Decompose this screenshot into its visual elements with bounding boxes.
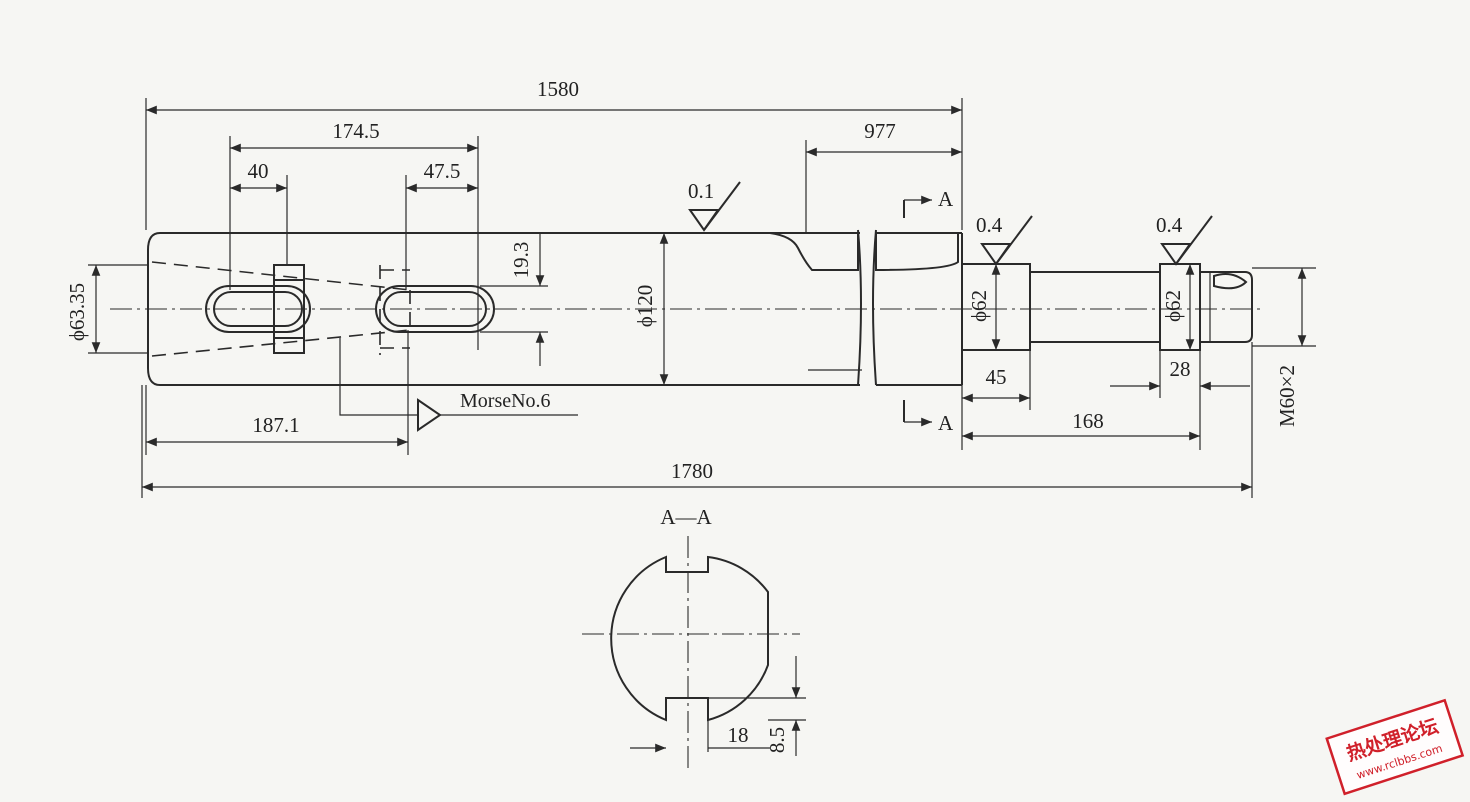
dim-dia-62-b: ϕ62: [1161, 290, 1185, 322]
svg-text:A: A: [938, 411, 954, 435]
dim-40: 40: [248, 159, 269, 183]
roughness-symbol-1: 0.1: [688, 179, 741, 232]
svg-text:A: A: [938, 187, 954, 211]
dim-168: 168: [1072, 409, 1104, 433]
svg-text:0.4: 0.4: [1156, 213, 1183, 237]
dim-1780: 1780: [671, 459, 713, 483]
section-title: A—A: [660, 505, 712, 529]
dim-width-45: 45: [986, 365, 1007, 389]
dim-thread: M60×2: [1275, 365, 1299, 427]
dim-key-depth-8-5: 8.5: [765, 727, 789, 753]
shaft-body: [147, 229, 1253, 386]
roughness-symbol-3: 0.4: [1156, 213, 1213, 266]
dim-key-width-18: 18: [728, 723, 749, 747]
morse-taper-note: MorseNo.6: [460, 390, 551, 412]
watermark-stamp: 热处理论坛 www.rclbbs.com: [1325, 698, 1465, 796]
dim-174-5: 174.5: [332, 119, 379, 143]
section-cut-hatch-left: [769, 232, 859, 271]
section-cut-hatch-right: [875, 232, 959, 272]
section-aa-view: [582, 536, 800, 770]
roughness-symbol-2: 0.4: [976, 213, 1033, 266]
dim-19-3: 19.3: [509, 242, 533, 279]
dim-dia-120: ϕ120: [633, 285, 657, 328]
dim-1580: 1580: [537, 77, 579, 101]
dim-dia-63-35: ϕ63.35: [65, 283, 89, 341]
svg-text:0.1: 0.1: [688, 179, 714, 203]
dim-47-5: 47.5: [424, 159, 461, 183]
dim-977: 977: [864, 119, 896, 143]
dim-dia-62-a: ϕ62: [967, 290, 991, 322]
section-marker-bottom: A: [903, 400, 954, 435]
dim-187-1: 187.1: [252, 413, 299, 437]
morse-taper-bore: [151, 261, 411, 357]
section-marker-top: A: [903, 187, 954, 218]
dim-width-28: 28: [1170, 357, 1191, 381]
svg-text:0.4: 0.4: [976, 213, 1003, 237]
